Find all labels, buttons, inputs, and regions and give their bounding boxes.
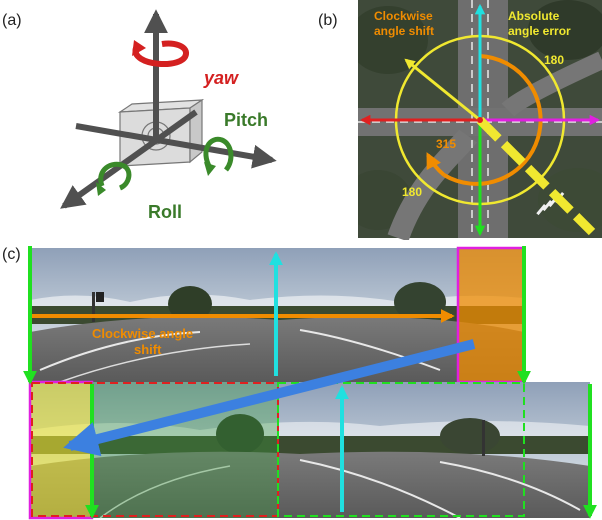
blue-wrap-arrow (63, 339, 476, 457)
panel-b-label: (b) (318, 12, 338, 29)
roll-rotation-icon (96, 161, 132, 196)
bottom-panorama (28, 380, 590, 520)
pitch-rotation-icon (203, 136, 234, 176)
value-180-bottom: 180 (402, 185, 422, 199)
yellow-predicted-arrow (404, 58, 481, 122)
value-180-top: 180 (544, 53, 564, 67)
shift-label-2: shift (134, 342, 162, 357)
pitch-axis-arrow (75, 123, 277, 169)
roll-label: Roll (148, 202, 182, 222)
shifted-region-yellow (30, 382, 92, 518)
panorama-panel: Clockwise angle shift (23, 246, 597, 520)
panel-a-label: (a) (2, 12, 22, 29)
clockwise-shift-arc (442, 54, 543, 186)
absolute-title-2: angle error (508, 24, 571, 38)
value-315: 315 (436, 137, 456, 151)
aerial-view-panel: Clockwise angle shift Absolute angle err… (358, 0, 602, 240)
shifted-region-orange (458, 248, 524, 382)
rotation-diagram: yaw Pitch Roll (60, 9, 277, 222)
yaw-label: yaw (203, 68, 239, 88)
green-dashed-box (277, 382, 525, 517)
pitch-label: Pitch (224, 110, 268, 130)
panel-c-label: (c) (2, 246, 21, 263)
yaw-rotation-icon (132, 40, 189, 67)
yellow-dashed-line (476, 116, 596, 236)
clockwise-title-1: Clockwise (374, 9, 433, 23)
shift-label-1: Clockwise angle (92, 326, 193, 341)
clockwise-title-2: angle shift (374, 24, 434, 38)
absolute-title-1: Absolute (508, 9, 560, 23)
roll-axis-arrow (60, 109, 198, 209)
